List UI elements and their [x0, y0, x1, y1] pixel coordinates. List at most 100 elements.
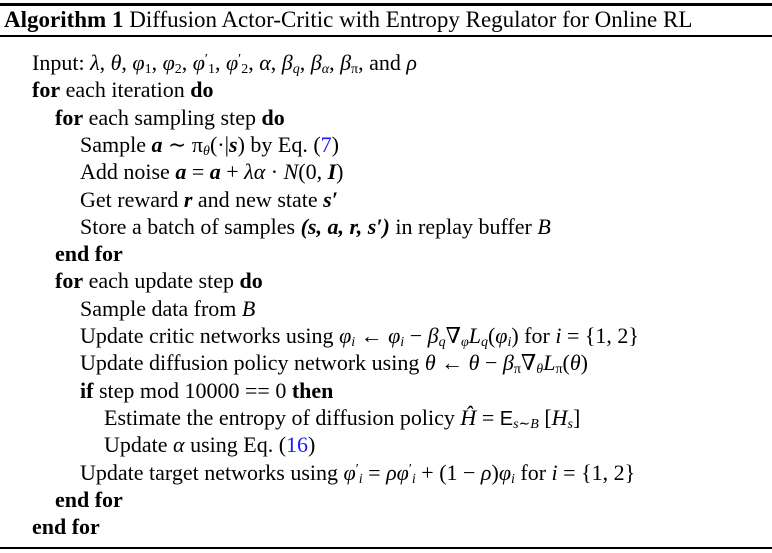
- line-text: Sample: [80, 131, 152, 157]
- keyword: for: [32, 77, 61, 103]
- line-text: φ: [495, 323, 508, 348]
- line-text: (0,: [298, 159, 328, 185]
- keyword: end for: [32, 514, 100, 540]
- line-text: i: [551, 459, 558, 485]
- line-text: θ: [468, 350, 480, 376]
- line-text: ): [331, 131, 339, 157]
- line-text: i: [400, 335, 405, 350]
- line-text: Ĥ: [460, 404, 477, 430]
- line-text: θ: [203, 143, 210, 159]
- line-text: ρφ: [386, 459, 409, 485]
- line-text: π: [555, 362, 563, 378]
- line-text: Get reward: [80, 186, 184, 212]
- algorithm-line: end for: [55, 486, 123, 513]
- algorithm-line: Update critic networks using φi ← φi − β…: [80, 322, 639, 350]
- line-text: ]: [572, 404, 581, 430]
- line-text: ,: [329, 50, 341, 75]
- line-text: φ: [162, 50, 175, 75]
- line-text: s∼B: [513, 416, 539, 432]
- line-text: for: [514, 459, 552, 485]
- line-text: ): [580, 350, 588, 376]
- line-text: Sample data from: [80, 295, 242, 321]
- line-text: ′: [355, 461, 359, 477]
- line-text: α: [321, 62, 330, 77]
- equation-reference-link[interactable]: 7: [320, 131, 332, 157]
- line-text: ,: [248, 50, 260, 75]
- line-text: Input:: [32, 50, 91, 75]
- keyword: if: [80, 377, 94, 403]
- line-text: each iteration: [60, 77, 191, 103]
- line-text: i: [358, 471, 363, 487]
- line-text: N: [283, 159, 299, 185]
- line-text: a: [175, 159, 187, 185]
- line-text: L: [468, 323, 481, 348]
- line-text: a: [209, 159, 221, 185]
- algorithm-line: Sample data from B: [80, 295, 255, 322]
- line-text: ∇: [520, 350, 537, 376]
- keyword: for: [55, 268, 84, 294]
- line-text: = {1, 2}: [561, 323, 639, 348]
- equation-reference-link[interactable]: 16: [286, 432, 309, 458]
- line-text: q: [438, 335, 446, 350]
- keyword: do: [261, 104, 285, 130]
- line-text: Update: [104, 432, 174, 458]
- keyword: do: [239, 268, 263, 294]
- line-text: φ: [388, 323, 401, 348]
- keyword: for: [55, 104, 84, 130]
- line-text: ′: [204, 52, 208, 67]
- line-text: i: [510, 471, 515, 487]
- line-text: I: [327, 159, 337, 185]
- line-text: π: [513, 362, 521, 378]
- line-text: ,: [214, 50, 226, 75]
- line-text: Add noise: [80, 159, 176, 185]
- line-text: in replay buffer: [389, 213, 538, 239]
- line-text: ,: [99, 50, 111, 75]
- top-rule: [0, 3, 772, 6]
- line-text: −: [404, 323, 428, 348]
- line-text: +: [220, 159, 245, 185]
- algorithm-line: Estimate the entropy of diffusion policy…: [104, 404, 581, 432]
- algorithm-line: for each update step do: [55, 267, 263, 294]
- line-text: θ: [536, 362, 544, 378]
- line-text: L: [543, 350, 556, 376]
- line-text: + (1 −: [415, 459, 481, 485]
- line-text: = {1, 2}: [557, 459, 636, 485]
- line-text: =: [362, 459, 387, 485]
- line-text: 2: [241, 62, 249, 77]
- line-text: β: [310, 50, 322, 75]
- line-text: β: [281, 50, 293, 75]
- algorithm-line: for each sampling step do: [55, 104, 285, 131]
- line-text: φ: [460, 335, 469, 350]
- algorithm-line: end for: [55, 240, 123, 267]
- line-text: β: [340, 50, 352, 75]
- line-text: using Eq. (: [184, 432, 287, 458]
- algorithm-line: Update diffusion policy network using θ …: [80, 349, 588, 378]
- line-text: ,: [299, 50, 311, 75]
- line-text: α: [259, 50, 271, 75]
- line-text: 1: [144, 62, 152, 77]
- line-text: φ: [132, 50, 145, 75]
- line-text: r: [183, 186, 193, 212]
- line-text: and new state: [192, 186, 324, 212]
- caption-rule: [0, 35, 772, 37]
- keyword: end for: [55, 241, 123, 267]
- line-text: φ: [339, 323, 352, 348]
- line-text: ←: [435, 350, 469, 376]
- line-text: θ: [424, 350, 436, 376]
- line-text: −: [479, 350, 503, 376]
- line-text: B: [537, 213, 551, 239]
- algorithm-line: Store a batch of samples (s, a, r, s′) i…: [80, 213, 551, 240]
- line-text: each sampling step: [83, 104, 262, 130]
- line-text: step mod 10000 == 0: [93, 377, 292, 403]
- algorithm-line: for each iteration do: [32, 76, 213, 103]
- line-text: ,: [181, 50, 193, 75]
- line-text: θ: [110, 50, 122, 75]
- line-text: i: [351, 335, 356, 350]
- line-text: , and: [358, 50, 407, 75]
- line-text: ρ: [406, 50, 417, 75]
- algorithm-line: end for: [32, 513, 100, 540]
- algorithm-label: Algorithm 1: [4, 7, 124, 32]
- keyword: end for: [55, 486, 123, 512]
- line-text: a: [151, 131, 163, 157]
- line-text: ∇: [445, 323, 461, 348]
